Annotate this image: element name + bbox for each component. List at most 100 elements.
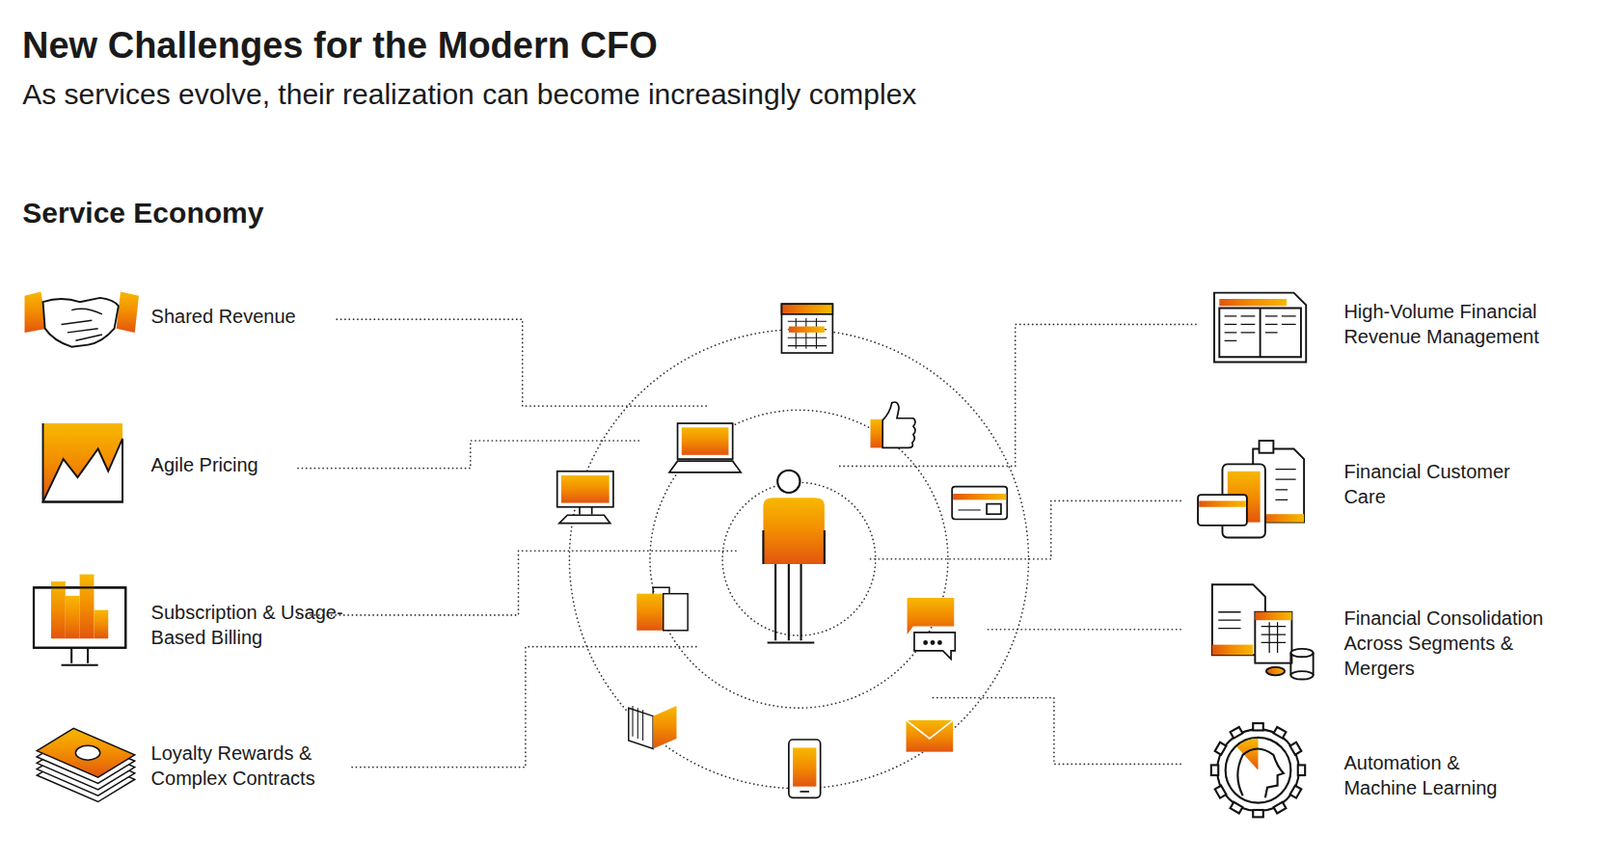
- handshake-icon: [24, 292, 138, 348]
- gear-teeth: [1252, 723, 1264, 731]
- handshake-icon: [43, 298, 119, 348]
- leader-lines: [298, 440, 641, 469]
- envelope-icon: [906, 720, 954, 739]
- person-figure: [762, 470, 824, 644]
- automation-gear-icon: [1217, 729, 1300, 812]
- thumbs-up-icon: [869, 419, 883, 449]
- gear-teeth: [1215, 742, 1227, 756]
- gear-teeth: [1274, 727, 1287, 739]
- billing-monitor-icon: [51, 581, 66, 639]
- price-chart-icon: [43, 423, 124, 502]
- handshake-icon: [116, 292, 139, 333]
- chat-icon: [907, 597, 956, 659]
- credit-card-icon: [951, 487, 1007, 520]
- leader-lines: [931, 698, 1181, 765]
- billing-monitor-icon: [33, 574, 126, 666]
- customer-care-icon: [1197, 494, 1248, 526]
- consolidation-icon: [1212, 584, 1314, 679]
- laptop-icon: [669, 461, 741, 473]
- desktop-icon: [557, 471, 614, 508]
- shopping-bag-icon: [652, 587, 670, 594]
- gear-teeth: [1230, 802, 1244, 814]
- gear-teeth: [1211, 723, 1305, 817]
- leader-lines: [837, 324, 1196, 466]
- phone-icon: [788, 739, 821, 798]
- credit-card-icon: [986, 504, 1002, 516]
- consolidation-icon: [1266, 667, 1285, 676]
- automation-gear-icon: [1225, 737, 1292, 804]
- chat-icon: [930, 641, 934, 645]
- subtitle: As services evolve, their realization ca…: [22, 77, 917, 112]
- spreadsheet-icon: [1214, 293, 1306, 363]
- calendar-icon: [781, 303, 833, 353]
- chat-icon: [914, 632, 955, 660]
- chat-icon: [938, 641, 942, 645]
- gear-teeth: [1215, 786, 1227, 799]
- consolidation-icon: [1218, 612, 1241, 629]
- credit-card-icon: [952, 493, 1006, 500]
- envelope-icon: [906, 720, 954, 753]
- price-chart-icon: [43, 438, 124, 503]
- consolidation-icon: [1261, 622, 1286, 653]
- gear-teeth: [1252, 810, 1264, 817]
- section-heading: Service Economy: [22, 195, 264, 231]
- gear-teeth: [1290, 742, 1302, 756]
- thumbs-up-icon: [869, 402, 916, 448]
- consolidation-icon: [1290, 671, 1313, 679]
- automation-gear-icon: [1217, 729, 1300, 812]
- laptop-icon: [681, 427, 730, 456]
- chat-icon: [907, 597, 955, 635]
- spreadsheet-icon: [1214, 293, 1306, 363]
- laptop-icon: [677, 423, 733, 460]
- desktop-icon: [561, 475, 610, 504]
- customer-care-icon: [1197, 440, 1304, 539]
- leader-lines: [352, 647, 698, 768]
- consolidation-icon: [1254, 612, 1292, 664]
- desktop-icon: [557, 471, 614, 524]
- billing-monitor-icon: [93, 610, 109, 640]
- book-icon: [652, 705, 677, 749]
- challenge-label: Automation & Machine Learning: [1343, 750, 1516, 801]
- leader-lines: [987, 628, 1181, 631]
- billing-monitor-icon: [80, 574, 95, 640]
- gear-teeth: [1211, 764, 1219, 776]
- consolidation-icon: [1212, 645, 1253, 656]
- gear-teeth: [1290, 786, 1302, 799]
- calendar-icon: [781, 303, 833, 353]
- consolidation-icon: [1290, 649, 1313, 657]
- billing-monitor-icon: [65, 596, 81, 639]
- shopping-bag-icon: [636, 587, 688, 630]
- leader-lines: [336, 319, 709, 407]
- leader-lines: [867, 500, 1181, 559]
- calendar-icon: [781, 303, 833, 315]
- book-icon: [632, 705, 644, 741]
- shopping-bag-icon: [636, 594, 664, 631]
- consolidation-icon: [1254, 612, 1292, 621]
- orbit-rings: [569, 329, 1029, 789]
- desktop-icon: [559, 507, 611, 524]
- chat-icon: [923, 641, 927, 645]
- challenge-label: Subscription & Usage-Based Billing: [151, 599, 350, 651]
- credit-card-icon: [957, 509, 980, 511]
- spreadsheet-icon: [1219, 298, 1287, 306]
- handshake-icon: [61, 308, 103, 341]
- thumbs-up-icon: [882, 402, 916, 448]
- shopping-bag-icon: [663, 594, 688, 631]
- customer-care-icon: [1259, 440, 1275, 454]
- gear-teeth: [1230, 727, 1244, 739]
- challenge-label: Loyalty Rewards & Complex Contracts: [151, 740, 330, 791]
- price-chart-icon: [43, 423, 124, 502]
- billing-monitor-icon: [33, 587, 126, 665]
- phone-icon: [792, 747, 816, 787]
- challenge-label: High-Volume Financial Revenue Management: [1343, 298, 1561, 350]
- orbit-rings: [722, 482, 876, 636]
- page-title: New Challenges for the Modern CFO: [22, 25, 658, 67]
- challenge-label: Financial Consolidation Across Segments …: [1343, 605, 1566, 681]
- envelope-icon: [906, 720, 954, 753]
- orbit-rings: [650, 409, 949, 708]
- automation-gear-icon: [1237, 749, 1284, 799]
- book-icon: [628, 705, 678, 749]
- gear-teeth: [1274, 802, 1287, 814]
- customer-care-icon: [1274, 469, 1296, 501]
